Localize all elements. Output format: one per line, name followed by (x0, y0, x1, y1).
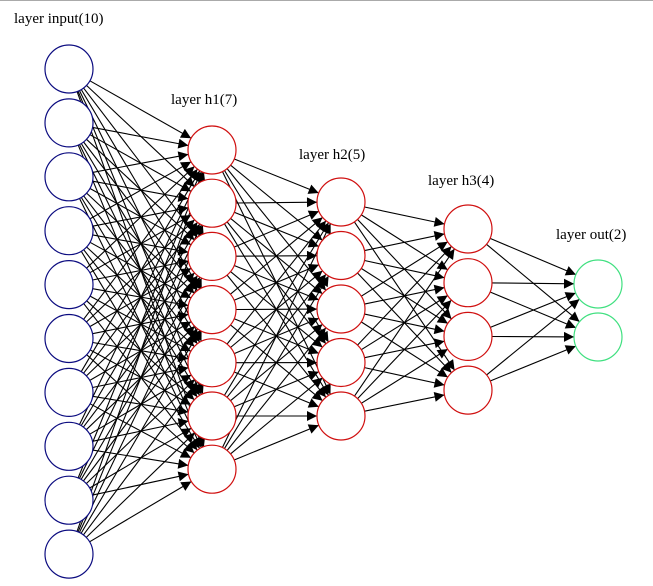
node-layer1-6 (187, 444, 237, 494)
edge-l0-n9-to-l1-n1 (77, 225, 204, 533)
edge-l1-n6-to-l2-n1 (223, 275, 330, 449)
edge-l0-n9-to-l1-n6 (89, 481, 192, 543)
layer-label-4: layer out(2) (556, 227, 626, 243)
edge-l2-n2-to-l3-n0 (361, 241, 448, 297)
node-layer3-2 (443, 311, 493, 361)
nodes-group (44, 44, 623, 579)
node-layer0-2 (44, 152, 94, 202)
layer-label-1: layer h1(7) (171, 92, 237, 108)
node-layer1-5 (187, 391, 237, 441)
edge-l2-n0-to-l3-n0 (364, 206, 445, 227)
node-layer1-1 (187, 178, 237, 228)
node-layer0-9 (44, 529, 94, 579)
edge-l1-n3-to-l2-n0 (230, 216, 323, 295)
node-layer0-6 (44, 367, 94, 417)
edge-l0-n3-to-l1-n0 (89, 161, 192, 220)
edge-l2-n1-to-l3-n0 (364, 231, 445, 252)
edge-l0-n9-to-l1-n0 (76, 172, 206, 532)
edge-l1-n5-to-l2-n0 (223, 222, 330, 396)
edge-l3-n0-to-l4-n0 (489, 237, 577, 276)
edge-l1-n6-to-l2-n4 (233, 424, 320, 461)
edge-l1-n4-to-l2-n0 (226, 220, 327, 345)
edge-l3-n1-to-l4-n0 (491, 278, 575, 289)
edge-l0-n6-to-l1-n0 (80, 170, 201, 372)
edge-l2-n4-to-l3-n0 (354, 248, 455, 397)
edge-l0-n9-to-l1-n3 (80, 330, 201, 534)
node-layer4-1 (573, 312, 623, 362)
edge-l0-n5-to-l1-n0 (83, 168, 198, 320)
edges-group (76, 80, 580, 543)
edge-l2-n3-to-l3-n0 (357, 246, 452, 346)
node-layer3-1 (443, 258, 493, 308)
node-layer3-0 (443, 204, 493, 254)
node-layer4-0 (573, 259, 623, 309)
edge-l1-n6-to-l2-n2 (226, 327, 327, 451)
node-layer2-4 (316, 391, 366, 441)
node-layer0-7 (44, 421, 94, 471)
node-layer1-0 (187, 125, 237, 175)
node-layer2-0 (316, 177, 366, 227)
node-layer0-8 (44, 475, 94, 525)
edge-l1-n1-to-l2-n0 (235, 197, 318, 208)
node-layer2-2 (316, 284, 366, 334)
node-layer0-3 (44, 206, 94, 256)
layer-label-2: layer h2(5) (299, 147, 365, 163)
layer-label-3: layer h3(4) (428, 173, 494, 189)
labels-group: layer input(10) layer h1(7) layer h2(5) lay… (14, 11, 626, 243)
node-layer3-3 (443, 365, 493, 415)
edge-l3-n3-to-l4-n0 (486, 298, 580, 376)
edge-l0-n9-to-l1-n4 (82, 381, 199, 536)
node-layer1-3 (187, 285, 237, 335)
node-layer2-3 (316, 337, 366, 388)
edge-l2-n4-to-l3-n2 (361, 348, 448, 404)
edge-l0-n8-to-l1-n0 (77, 171, 204, 479)
layer-label-0: layer input(10) (14, 11, 104, 27)
node-layer2-1 (316, 230, 366, 281)
edge-l0-n2-to-l1-n0 (92, 151, 189, 173)
edge-l0-n7-to-l1-n0 (78, 171, 203, 425)
edge-l3-n2-to-l4-n0 (490, 292, 576, 328)
edge-l3-n3-to-l4-n1 (489, 345, 577, 382)
top-border (0, 0, 653, 1)
edge-l0-n0-to-l1-n0 (89, 80, 192, 139)
node-layer0-4 (44, 260, 94, 310)
edge-l1-n6-to-l2-n0 (221, 223, 332, 448)
edge-l0-n4-to-l1-n0 (86, 165, 195, 269)
edge-l1-n6-to-l2-n3 (230, 377, 323, 455)
node-layer1-2 (187, 231, 237, 281)
edge-l0-n9-to-l1-n2 (78, 277, 203, 533)
edge-l2-n4-to-l3-n3 (364, 391, 445, 412)
node-layer0-1 (44, 98, 94, 148)
edge-l2-n4-to-l3-n1 (357, 299, 452, 399)
edge-l0-n9-to-l1-n5 (85, 432, 196, 538)
edge-l0-n1-to-l1-n0 (92, 126, 189, 149)
edge-l1-n0-to-l2-n0 (234, 158, 319, 194)
node-layer0-0 (44, 44, 94, 94)
edge-l1-n2-to-l2-n0 (233, 210, 320, 248)
node-layer1-4 (187, 338, 237, 388)
node-layer0-5 (44, 313, 94, 364)
